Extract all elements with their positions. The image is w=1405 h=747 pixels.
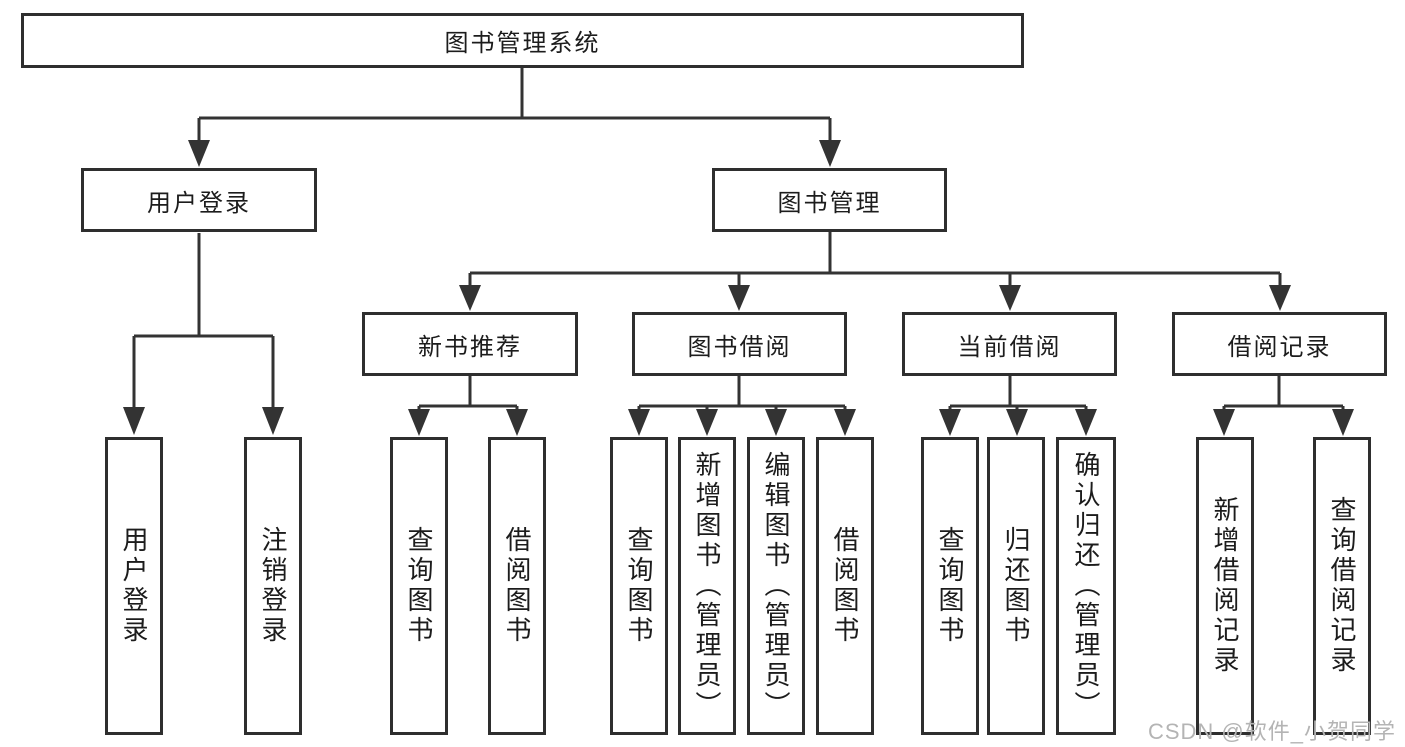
arrowhead: [834, 409, 856, 436]
leaf-query-books-recommend: 查询图书: [390, 437, 448, 735]
leaf-return-book: 归还图书: [987, 437, 1045, 735]
arrowhead: [459, 285, 481, 311]
arrowhead: [819, 140, 841, 167]
arrowhead: [1332, 409, 1354, 436]
arrowhead: [1075, 409, 1097, 436]
arrowhead: [765, 409, 787, 436]
leaf-user-login: 用户登录: [105, 437, 163, 735]
arrowhead: [188, 140, 210, 167]
connector-level2-line: [468, 271, 1282, 290]
node-label: 归还图书: [1001, 526, 1031, 646]
node-label: 用户登录: [147, 189, 251, 217]
arrowhead: [123, 407, 145, 435]
node-label: 查询借阅记录: [1327, 496, 1357, 676]
node-label: 图书管理系统: [444, 30, 601, 57]
node-label: 编辑图书（管理员）: [761, 451, 791, 721]
node-root-library-system: 图书管理系统: [21, 13, 1024, 68]
csdn-watermark: CSDN @软件_小贺同学: [1147, 719, 1396, 744]
arrowhead: [696, 409, 718, 436]
connector-book-borrow-trunk: [637, 376, 847, 414]
node-label: 图书管理: [777, 189, 882, 217]
connector-user-login-trunk: [132, 233, 275, 412]
node-label: 借阅记录: [1227, 333, 1332, 361]
leaf-edit-book-admin: 编辑图书（管理员）: [747, 437, 805, 735]
node-user-login: 用户登录: [81, 168, 317, 232]
node-label: 新书推荐: [418, 333, 522, 361]
leaf-query-books-borrow: 查询图书: [610, 437, 668, 735]
leaf-add-book-admin: 新增图书（管理员）: [678, 437, 736, 735]
node-borrow-records: 借阅记录: [1172, 312, 1387, 376]
node-label: 用户登录: [119, 526, 149, 646]
leaf-add-borrow-record: 新增借阅记录: [1196, 437, 1254, 735]
arrowhead: [728, 285, 750, 311]
node-label: 新增图书（管理员）: [692, 451, 722, 721]
connector-current-borrow-trunk: [948, 376, 1088, 414]
node-label: 借阅图书: [502, 526, 532, 646]
arrowhead: [939, 409, 961, 436]
leaf-borrow-books: 借阅图书: [816, 437, 874, 735]
arrowhead: [999, 285, 1021, 311]
connector-new-book-trunk: [417, 376, 519, 414]
node-label: 当前借阅: [957, 333, 1062, 361]
connector-level1-line: [197, 116, 832, 145]
node-book-management: 图书管理: [712, 168, 947, 232]
node-label: 查询图书: [624, 526, 654, 646]
arrowhead: [1269, 285, 1291, 311]
node-label: 借阅图书: [830, 526, 860, 646]
leaf-logout: 注销登录: [244, 437, 302, 735]
node-new-book-recommend: 新书推荐: [362, 312, 578, 376]
leaf-query-borrow-record: 查询借阅记录: [1313, 437, 1371, 735]
arrowhead: [1213, 409, 1235, 436]
arrowhead: [262, 407, 284, 435]
node-label: 确认归还（管理员）: [1071, 451, 1101, 721]
arrowhead: [408, 409, 430, 436]
leaf-borrow-books-recommend: 借阅图书: [488, 437, 546, 735]
node-label: 新增借阅记录: [1210, 496, 1240, 676]
leaf-confirm-return-admin: 确认归还（管理员）: [1056, 437, 1116, 735]
node-book-borrow: 图书借阅: [632, 312, 847, 376]
leaf-query-books-current: 查询图书: [921, 437, 979, 735]
node-label: 查询图书: [935, 526, 965, 646]
node-current-borrow: 当前借阅: [902, 312, 1117, 376]
node-label: 注销登录: [258, 526, 288, 646]
arrowhead: [628, 409, 650, 436]
node-label: 图书借阅: [687, 333, 792, 361]
arrowhead: [1006, 409, 1028, 436]
arrowhead: [506, 409, 528, 436]
node-label: 查询图书: [404, 526, 434, 646]
connector-borrow-records-trunk: [1222, 376, 1345, 414]
